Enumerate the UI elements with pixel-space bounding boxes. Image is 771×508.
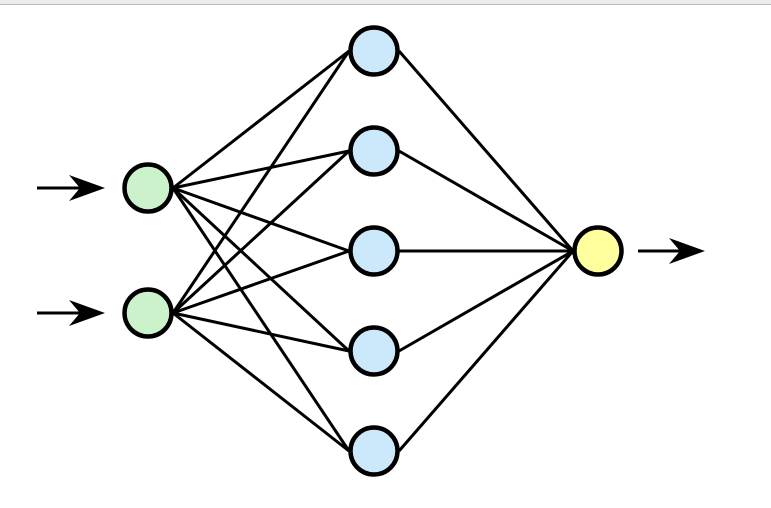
window-top-edge <box>0 0 771 5</box>
edge-h1-o1 <box>397 50 575 252</box>
edge-i1-h4 <box>171 186 351 353</box>
input-node-2 <box>122 287 174 339</box>
edge-i2-h4 <box>172 311 350 353</box>
input-node-1 <box>122 162 174 214</box>
edge-i2-h3 <box>172 249 350 315</box>
edge-h5-o1 <box>397 250 575 452</box>
edge-h4-o1 <box>398 249 574 353</box>
edge-i1-h5 <box>171 187 351 452</box>
output-node-1 <box>572 225 624 277</box>
edge-i1-h2 <box>172 149 350 190</box>
hidden-node-2 <box>348 125 400 177</box>
input-arrow-1-head-icon <box>69 175 105 201</box>
output-arrow-1-head-icon <box>669 238 705 264</box>
input-arrow-2-head-icon <box>69 300 105 326</box>
hidden-node-1 <box>348 25 400 77</box>
hidden-node-4 <box>348 325 400 377</box>
edge-h2-o1 <box>398 149 574 253</box>
edge-i2-h1 <box>171 50 351 314</box>
hidden-node-3 <box>348 225 400 277</box>
edge-i2-h5 <box>172 311 350 453</box>
edge-i2-h2 <box>171 149 351 315</box>
edge-i1-h1 <box>172 49 350 190</box>
hidden-node-5 <box>348 425 400 477</box>
edge-i1-h3 <box>172 186 350 253</box>
